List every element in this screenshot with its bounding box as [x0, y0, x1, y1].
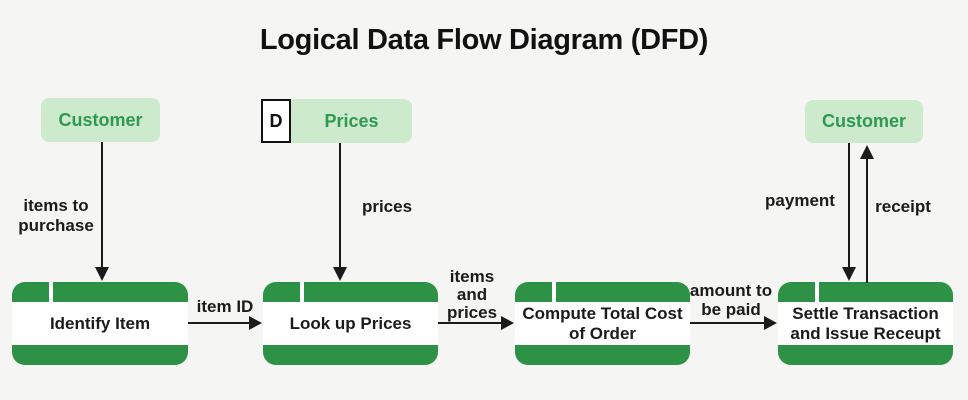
- entity-customer-right: Customer: [805, 100, 923, 143]
- flow-label-amount-to-be-paid: amount to be paid: [689, 281, 773, 319]
- process-look-up-prices-label: Look up Prices: [289, 313, 412, 333]
- entity-customer-right-label: Customer: [821, 111, 906, 131]
- flow-label-item-id: item ID: [196, 297, 254, 316]
- process-bottom-band: [778, 345, 953, 365]
- process-compute-total-cost: Compute Total Cost of Order: [515, 282, 690, 365]
- process-top-band: [12, 282, 188, 302]
- process-identify-item-label: Identify Item: [49, 313, 151, 333]
- flow-label-payment: payment: [765, 191, 835, 210]
- process-look-up-prices: Look up Prices: [263, 282, 438, 365]
- process-settle-transaction: Settle Transaction and Issue Receupt: [778, 282, 953, 365]
- entity-customer-left: Customer: [41, 98, 160, 142]
- flow-label-prices: prices: [361, 197, 413, 216]
- datastore-label: Prices: [291, 99, 412, 143]
- process-bottom-band: [12, 345, 188, 365]
- page-title: Logical Data Flow Diagram (DFD): [259, 24, 709, 56]
- process-identify-item: Identify Item: [12, 282, 188, 365]
- process-top-band: [263, 282, 438, 302]
- flow-label-items-to-purchase: items to purchase: [18, 196, 94, 235]
- process-compute-total-cost-label: Compute Total Cost of Order: [522, 303, 683, 343]
- process-bottom-band: [515, 345, 690, 365]
- arrowhead-prices: [333, 267, 347, 281]
- process-top-band: [778, 282, 953, 302]
- flow-label-receipt: receipt: [875, 197, 931, 216]
- arrowhead-payment: [842, 267, 856, 281]
- arrowhead-items-to-purchase: [95, 267, 109, 281]
- flow-label-items-and-prices: items and prices: [446, 267, 498, 322]
- process-bottom-band: [263, 345, 438, 365]
- arrowhead-receipt: [860, 145, 874, 159]
- datastore-prices: D Prices: [261, 99, 412, 143]
- process-top-band: [515, 282, 690, 302]
- arrowhead-item-id: [249, 316, 262, 330]
- entity-customer-left-label: Customer: [58, 109, 143, 130]
- process-settle-transaction-label: Settle Transaction and Issue Receupt: [790, 303, 941, 343]
- datastore-marker: D: [261, 99, 291, 143]
